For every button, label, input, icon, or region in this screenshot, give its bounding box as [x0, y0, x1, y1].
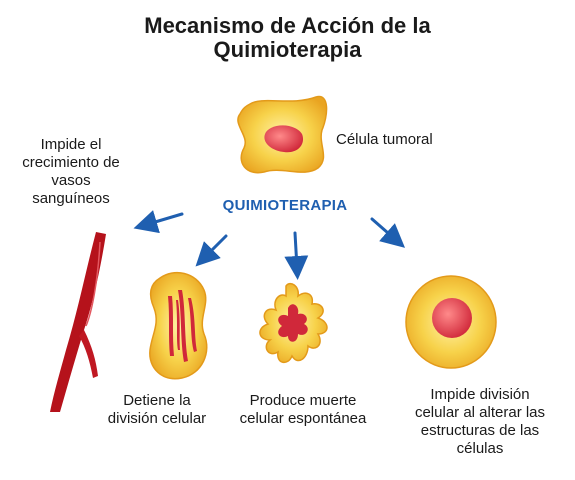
vessels-effect-label: Impide el crecimiento de vasos sanguíneo… [4, 136, 138, 208]
structure-line-3: estructuras de las [420, 422, 540, 439]
structure-line-4: células [456, 440, 504, 457]
tumor-cell [237, 95, 328, 174]
structure-line-2: celular al alterar las [414, 404, 546, 421]
division-stop-line-1: Detiene la [123, 392, 191, 409]
tumor-cell-label: Célula tumoral [336, 131, 433, 148]
cell-death-line-2: celular espontánea [239, 410, 367, 427]
structure-effect-label: Impide división celular al alterar las e… [392, 386, 568, 458]
arrow-to-division-stop [195, 234, 228, 267]
vessels-line-2: crecimiento de [22, 154, 120, 171]
vessels-line-1: Impide el [40, 136, 102, 153]
vessels-line-3: vasos [51, 172, 91, 189]
structure-line-1: Impide división [430, 386, 530, 403]
chemotherapy-label: QUIMIOTERAPIA [222, 197, 348, 214]
cell-death-line-1: Produce muerte [249, 392, 357, 409]
vessels-line-4: sanguíneos [32, 190, 110, 207]
arrow-to-death [284, 231, 309, 280]
blood-vessel-illustration [50, 232, 106, 412]
division-stop-line-2: división celular [107, 410, 207, 427]
diagram-title: Mecanismo de Acción de la Quimioterapia [0, 14, 575, 62]
cell-death-label: Produce muerte celular espontánea [222, 392, 384, 428]
arrow-to-vessels [133, 210, 184, 234]
dividing-cell-illustration [149, 271, 208, 380]
title-line-1: Mecanismo de Acción de la [144, 13, 431, 38]
round-cell-illustration [405, 275, 497, 369]
division-stop-label: Detiene la división celular [92, 392, 222, 428]
arrows [133, 210, 406, 280]
arrow-to-structure [370, 217, 406, 248]
title-line-2: Quimioterapia [213, 37, 362, 62]
dying-cell-illustration [259, 282, 328, 364]
